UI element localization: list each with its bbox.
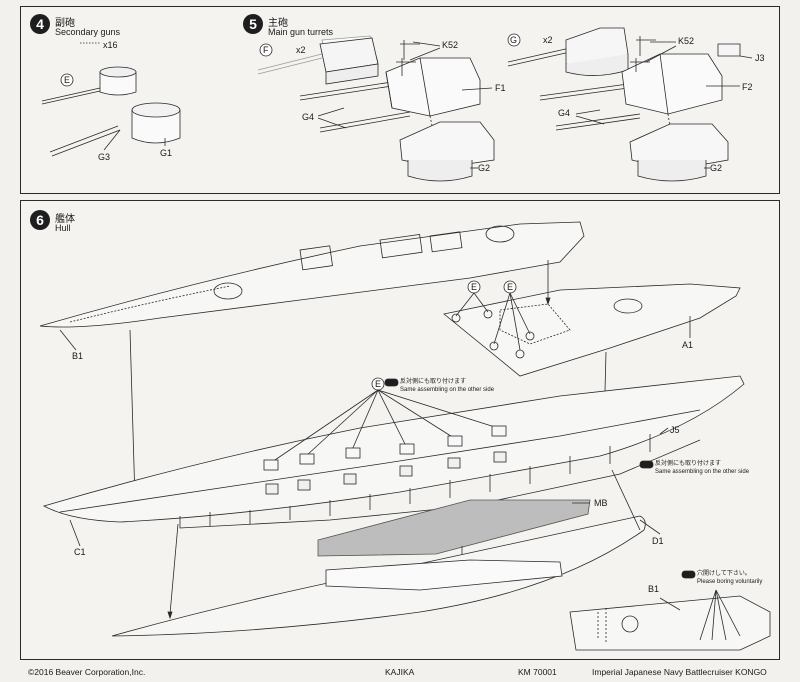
part-label-g4-right: G4	[558, 108, 571, 118]
qty-g: x2	[543, 35, 553, 45]
footer-copyright: ©2016 Beaver Corporation,Inc.	[28, 667, 146, 677]
part-label-j3: J3	[755, 53, 765, 63]
part-label-d1: D1	[652, 536, 664, 546]
note-same-jp-1: 反対側にも取り付けます	[400, 379, 467, 385]
part-label-b1: B1	[72, 351, 84, 361]
step-5-title-en: Main gun turrets	[268, 27, 334, 37]
note-drill-en: Please boring voluntarily	[697, 579, 763, 585]
part-label-mb: MB	[594, 498, 608, 508]
step-6-title-jp: 艦体	[55, 214, 75, 225]
step-6-title-en: Hull	[55, 223, 71, 233]
part-label-e: E	[64, 75, 71, 85]
part-label-g4-left: G4	[302, 112, 315, 122]
step-4-title-jp: 副砲	[55, 18, 75, 29]
step-5-title-jp: 主砲	[268, 18, 288, 29]
qty-f: x2	[296, 45, 306, 55]
part-label-k52-left: K52	[442, 40, 459, 50]
part-label-g: G	[510, 35, 518, 45]
footer-title: Imperial Japanese Navy Battlecruiser KON…	[592, 667, 767, 677]
step-5-number: 5	[243, 14, 263, 34]
part-label-e-deck-2: E	[507, 282, 514, 292]
part-label-c1: C1	[74, 547, 86, 557]
note-same-en-2: Same assembling on the other side	[655, 469, 750, 475]
part-label-g1: G1	[160, 148, 173, 158]
footer-brand: KAJIKA	[385, 667, 415, 677]
part-label-g2-left: G2	[478, 163, 491, 173]
part-label-f: F	[263, 45, 269, 55]
part-label-b1-inset: B1	[648, 584, 660, 594]
part-label-e-deck-1: E	[471, 282, 478, 292]
note-same-en-1: Same assembling on the other side	[400, 387, 495, 393]
step-6-number: 6	[30, 210, 50, 230]
footer-code: KM 70001	[518, 667, 557, 677]
part-label-g2-right: G2	[710, 163, 723, 173]
part-label-a1: A1	[682, 340, 694, 350]
step-4-title-en: Secondary guns	[55, 27, 121, 37]
part-label-j5: J5	[670, 425, 680, 435]
step-4-number: 4	[30, 14, 50, 34]
part-label-f1: F1	[495, 83, 506, 93]
step-4-qty: x16	[103, 40, 118, 50]
part-label-f2: F2	[742, 82, 753, 92]
note-same-jp-2: 反対側にも取り付けます	[655, 461, 722, 467]
part-label-g3: G3	[98, 152, 111, 162]
note-drill-jp: 穴開けして下さい。	[697, 571, 751, 577]
part-label-k52-right: K52	[678, 36, 695, 46]
part-label-e-hull: E	[375, 379, 382, 389]
